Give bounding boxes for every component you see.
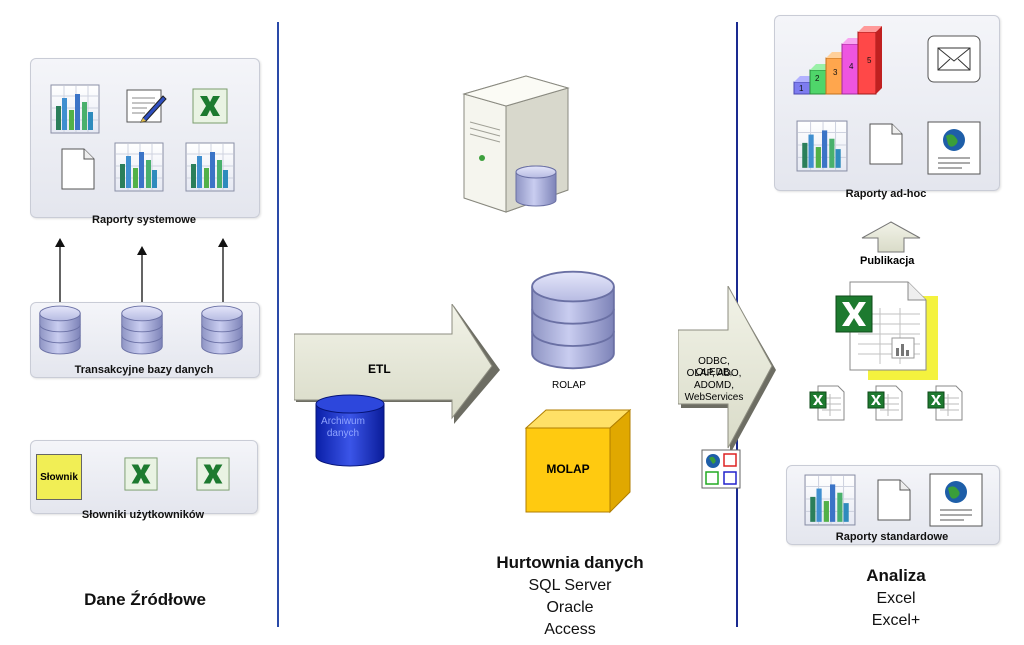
data-warehouse-line: Access: [544, 621, 596, 638]
step-chart-icon: [793, 26, 882, 95]
analysis-title: Analiza: [866, 566, 926, 585]
connector-line: ADOMD,: [694, 380, 734, 391]
transactional-db-label: Transakcyjne bazy danych: [74, 364, 214, 376]
up-arrow: [55, 238, 65, 312]
rolap-label: ROLAP: [552, 380, 586, 391]
mail-icon: [927, 35, 981, 83]
dictionary-box: Słownik: [36, 454, 82, 500]
archive-database-icon: [315, 394, 385, 467]
document-icon: [60, 147, 96, 191]
chart-icon: [796, 120, 848, 172]
chart-icon: [114, 142, 164, 192]
step-label: 3: [833, 68, 838, 77]
rolap-database-icon: [525, 268, 621, 372]
data-warehouse-line: SQL Server: [528, 577, 612, 594]
system-reports-label: Raporty systemowe: [92, 214, 196, 226]
etl-label: ETL: [368, 362, 391, 376]
web-services-icon: [701, 449, 741, 489]
molap-label: MOLAP: [546, 462, 590, 476]
excel-file-icon: [926, 382, 966, 422]
publication-up-arrow: [861, 221, 921, 253]
connector-arrow: [678, 286, 776, 454]
chart-icon: [185, 142, 235, 192]
excel-icon: [196, 457, 230, 491]
database-icon: [199, 304, 245, 356]
document-edit-icon: [126, 89, 167, 123]
connector-line: OLAP, ADO,: [686, 368, 742, 379]
excel-file-icon: [808, 382, 848, 422]
excel-file-icon: [866, 382, 906, 422]
user-dictionaries-label: Słowniki użytkowników: [81, 509, 205, 521]
separator-left: [277, 22, 279, 627]
publication-label: Publikacja: [860, 255, 915, 267]
globe-document-icon: [926, 120, 982, 176]
step-label: 2: [815, 74, 820, 83]
server-icon: [462, 75, 570, 213]
archive-label: Archiwum danych: [321, 416, 365, 439]
excel-icon: [192, 88, 228, 124]
connector-line: ODBC, OLEDB,: [695, 356, 733, 378]
database-icon: [119, 304, 165, 356]
standard-reports-label: Raporty standardowe: [835, 531, 949, 543]
up-arrow: [218, 238, 228, 312]
analysis-line: Excel+: [871, 612, 921, 629]
dictionary-box-label: Słownik: [40, 471, 78, 483]
document-icon: [876, 478, 912, 522]
adhoc-reports-label: Raporty ad-hoc: [845, 188, 927, 200]
data-warehouse-title: Hurtownia danych: [496, 553, 644, 572]
excel-icon: [124, 457, 158, 491]
system-reports-panel: [30, 58, 260, 218]
chart-icon: [50, 84, 100, 134]
step-label: 1: [799, 84, 804, 93]
connector-line: WebServices: [684, 392, 744, 403]
step-label: 4: [849, 62, 854, 71]
source-data-title: Dane Źródłowe: [84, 590, 206, 609]
document-icon: [868, 122, 904, 166]
analysis-line: Excel: [876, 590, 916, 607]
chart-icon: [804, 474, 856, 526]
step-label: 5: [867, 56, 872, 65]
excel-document-icon: [835, 281, 927, 371]
data-warehouse-line: Oracle: [546, 599, 594, 616]
molap-cube-icon: [524, 408, 632, 514]
globe-document-icon: [928, 472, 984, 528]
database-icon: [37, 304, 83, 356]
